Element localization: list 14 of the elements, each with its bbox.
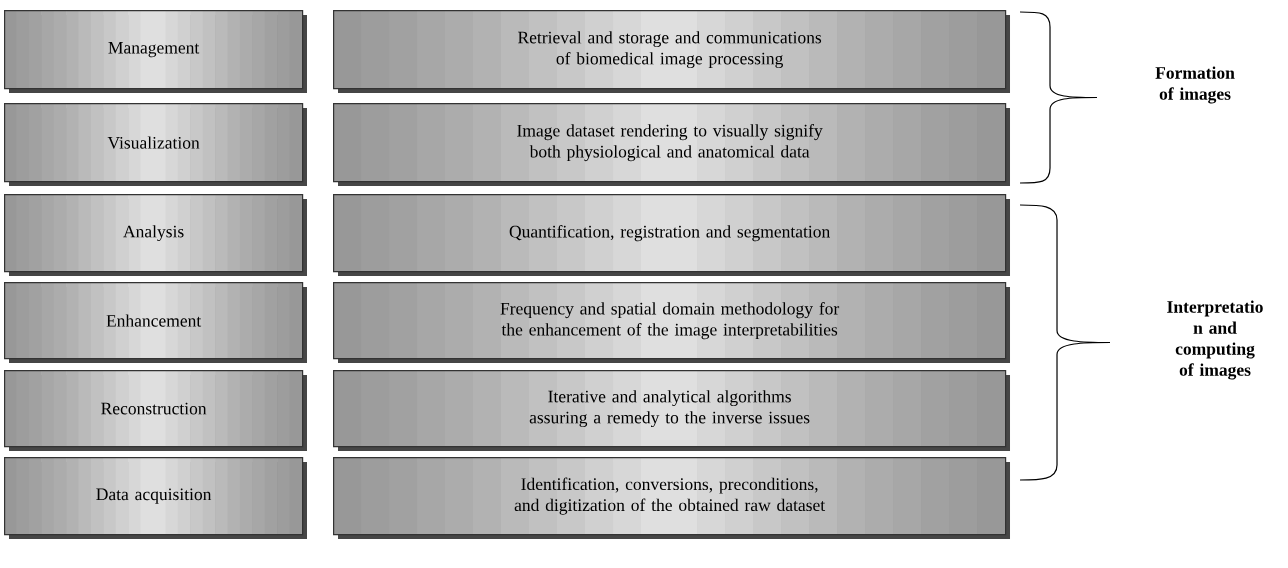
category-box: Enhancement <box>4 282 307 363</box>
category-box: Analysis <box>4 194 307 276</box>
category-box: Visualization <box>4 103 307 186</box>
description-box: Iterative and analytical algorithms assuring a remedy to the inverse issues <box>333 370 1010 451</box>
category-box: Reconstruction <box>4 370 307 451</box>
group-label: Formation of images <box>1155 66 1235 104</box>
description-box: Frequency and spatial domain methodology for the enhancement of the image interpretabilities <box>333 282 1010 363</box>
group-label: Interpretatio n and computing of images <box>1167 300 1263 380</box>
category-box: Management <box>4 10 307 93</box>
description-box: Retrieval and storage and communications of biomedical image processing <box>333 10 1010 93</box>
description-box: Image dataset rendering to visually signify both physiological and anatomical data <box>333 103 1010 186</box>
description-box: Identification, conversions, preconditions, and digitization of the obtained raw dataset <box>333 457 1010 539</box>
description-box: Quantification, registration and segmentation <box>333 194 1010 276</box>
category-box: Data acquisition <box>4 457 307 539</box>
